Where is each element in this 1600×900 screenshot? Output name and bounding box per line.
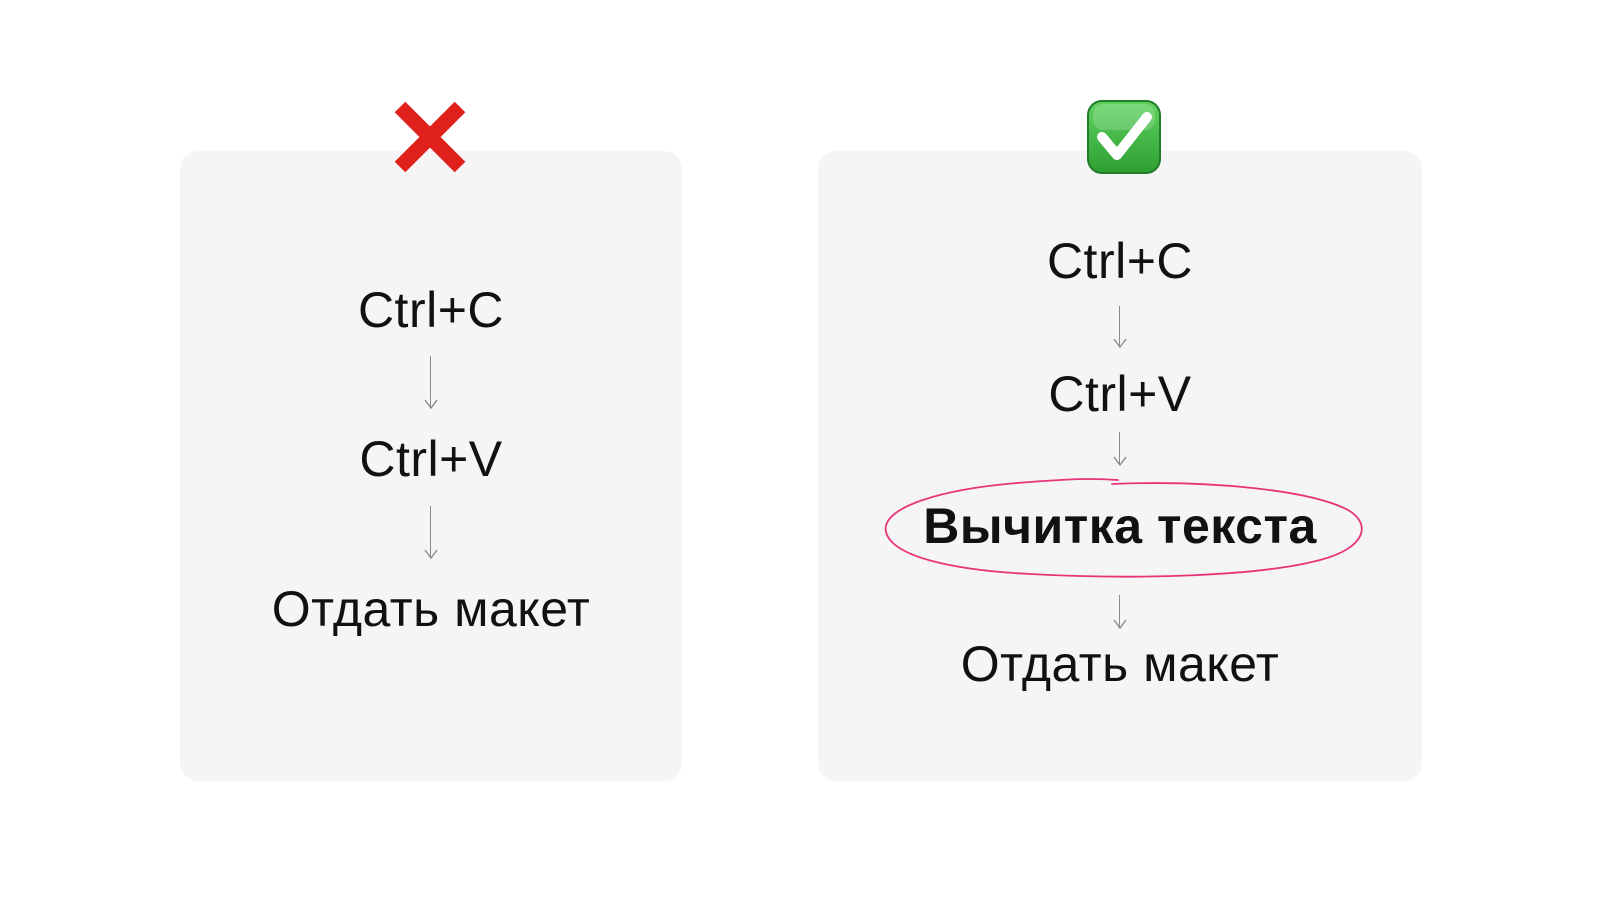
wrong-step-copy: Ctrl+C [357,282,505,338]
cross-mark-icon [394,101,466,173]
right-step-paste: Ctrl+V [1048,366,1192,422]
down-arrow-icon [421,506,441,559]
right-step-copy: Ctrl+C [1046,233,1194,289]
right-step-deliver: Отдать макет [960,636,1280,692]
check-mark-button-icon [1087,100,1161,174]
down-arrow-icon [1110,595,1130,629]
wrong-workflow-card: Ctrl+C Ctrl+V Отдать макет [180,151,682,781]
down-arrow-icon [1110,306,1130,348]
right-step-proofread: Вычитка текста [923,498,1317,554]
down-arrow-icon [1110,432,1130,466]
highlight-ellipse [884,478,1363,578]
wrong-step-deliver: Отдать макет [271,581,591,637]
right-workflow-card: Ctrl+C Ctrl+V Вычитка текста Отдать маке… [818,151,1422,781]
down-arrow-icon [421,356,441,409]
wrong-step-paste: Ctrl+V [359,431,503,487]
